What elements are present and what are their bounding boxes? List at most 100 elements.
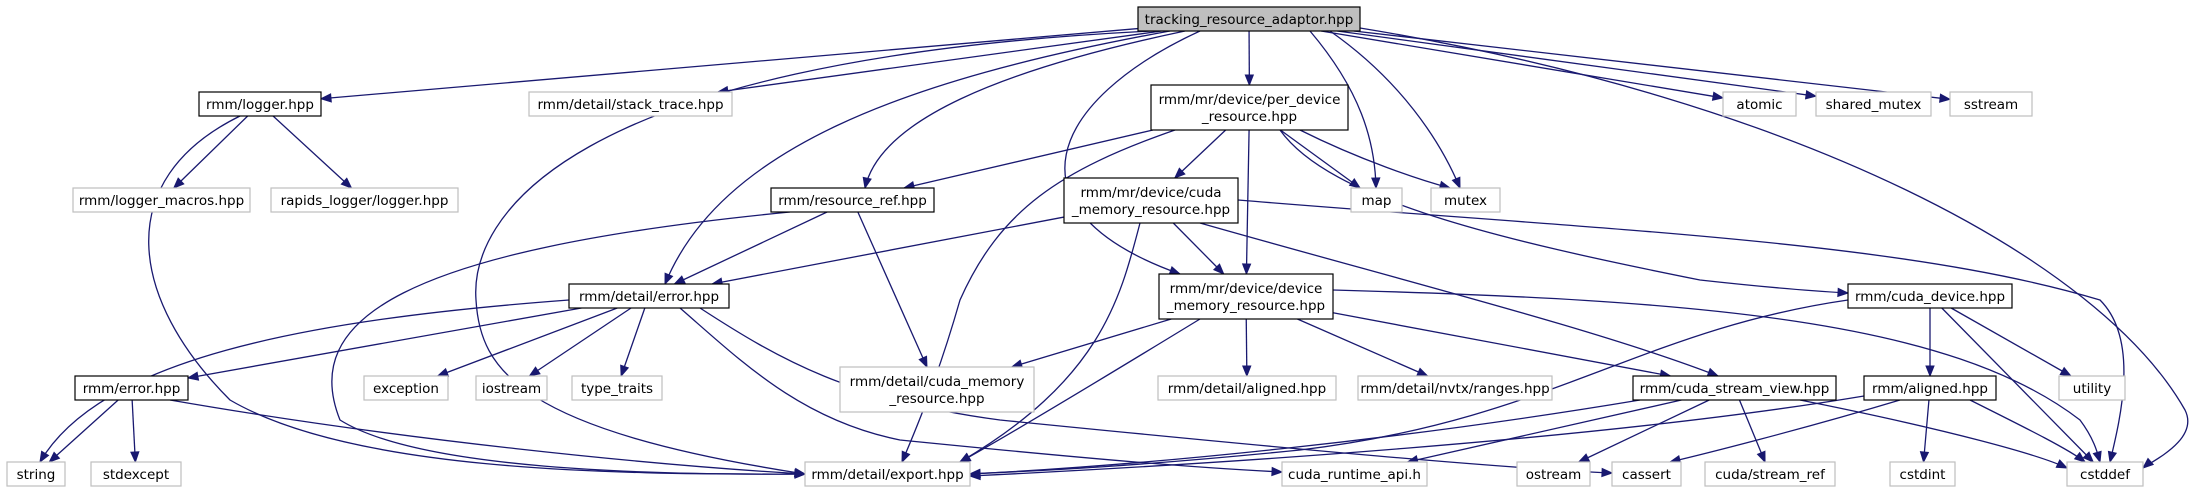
edge-cuda_device-to-aligned: [1925, 308, 1935, 378]
node-label: rmm/cuda_stream_view.hpp: [1640, 381, 1830, 397]
edge-aligned-to-export: [968, 395, 1865, 481]
node-label: tracking_resource_adaptor.hpp: [1145, 12, 1354, 28]
node-label: cuda_runtime_api.h: [1288, 467, 1421, 483]
node-label: cstdint: [1900, 467, 1946, 483]
node-label: atomic: [1736, 97, 1782, 113]
node-label: cassert: [1622, 467, 1671, 483]
node-string: string: [6, 461, 66, 487]
node-label: ostream: [1526, 467, 1582, 483]
node-sstream: sstream: [1949, 91, 2033, 117]
node-logger-macros: rmm/logger_macros.hpp: [72, 187, 251, 213]
node-label: shared_mutex: [1826, 97, 1922, 113]
edge-tracking-to-resource_ref: [862, 30, 1186, 190]
node-per-device[interactable]: rmm/mr/device/per_device_resource.hpp: [1150, 84, 1349, 131]
edge-device_mr-to-nvtx: [1297, 318, 1429, 377]
node-label: stdexcept: [103, 467, 169, 483]
edge-device_mr-to-aligned_detail: [1242, 318, 1252, 378]
edge-tracking-to-per_device: [1244, 30, 1255, 87]
node-label: rmm/mr/device/per_device: [1159, 92, 1341, 108]
node-resource-ref[interactable]: rmm/resource_ref.hpp: [770, 187, 935, 213]
node-label: exception: [373, 381, 439, 397]
edge-detail_error-to-cuda_runtime: [679, 307, 1284, 477]
node-label: rmm/aligned.hpp: [1872, 381, 1988, 397]
edge-aligned-to-cstdint: [1919, 399, 1930, 464]
node-tracking[interactable]: tracking_resource_adaptor.hpp: [1137, 6, 1361, 32]
edge-per_device-to-cuda_mr: [1173, 129, 1227, 179]
node-stream-view[interactable]: rmm/cuda_stream_view.hpp: [1632, 375, 1837, 401]
edge-tracking-to-stack_trace: [716, 30, 1162, 96]
edge-rmm_error-to-export: [169, 399, 807, 479]
edge-resource_ref-to-detail_cuda_mr: [857, 211, 928, 369]
node-type-traits: type_traits: [571, 375, 663, 401]
edge-per_device-to-export: [901, 129, 1176, 464]
node-cuda-runtime: cuda_runtime_api.h: [1281, 461, 1428, 487]
node-iostream: iostream: [475, 375, 548, 401]
edge-cuda_mr-to-detail_error: [710, 216, 1065, 287]
node-aligned-detail: rmm/detail/aligned.hpp: [1157, 375, 1337, 401]
node-label: string: [17, 467, 56, 483]
edge-per_device-to-cuda_device: [1279, 129, 1850, 298]
node-aligned[interactable]: rmm/aligned.hpp: [1863, 375, 1997, 401]
node-label: rapids_logger/logger.hpp: [281, 193, 449, 209]
edge-stream_view-to-cstddef: [1799, 399, 2069, 469]
edge-device_mr-to-stream_view: [1332, 312, 1672, 379]
node-label: _resource.hpp: [888, 391, 984, 407]
edge-resource_ref-to-export: [331, 211, 807, 479]
node-label: _memory_resource.hpp: [1071, 202, 1230, 218]
node-label: rmm/resource_ref.hpp: [778, 193, 927, 209]
node-label: rmm/mr/device/device: [1170, 281, 1323, 297]
edge-rmm_error-to-stdexcept: [130, 399, 140, 464]
node-cassert: cassert: [1611, 461, 1682, 487]
edge-tracking-to-detail_error: [664, 30, 1171, 286]
edge-aligned-to-cassert: [1668, 399, 1901, 465]
node-label: rmm/error.hpp: [83, 381, 181, 397]
node-detail-cuda-mr: rmm/detail/cuda_memory_resource.hpp: [839, 366, 1035, 413]
node-stack-trace: rmm/detail/stack_trace.hpp: [528, 91, 733, 117]
edge-device_mr-to-detail_cuda_mr: [1010, 318, 1172, 369]
node-label: cuda/stream_ref: [1715, 467, 1826, 483]
edge-device_mr-to-cstddef: [1332, 289, 2102, 464]
node-label: rmm/detail/error.hpp: [579, 289, 719, 305]
edge-tracking-to-mutex: [1329, 30, 1461, 190]
node-rapids-logger: rapids_logger/logger.hpp: [270, 187, 459, 213]
node-rmm-error[interactable]: rmm/error.hpp: [74, 375, 189, 401]
node-stream-ref: cuda/stream_ref: [1704, 461, 1836, 487]
node-label: _resource.hpp: [1201, 109, 1297, 125]
node-label: type_traits: [581, 381, 653, 397]
node-mutex: mutex: [1430, 187, 1501, 213]
node-label: cstddef: [2080, 467, 2131, 483]
edge-detail_error-to-type_traits: [620, 307, 646, 378]
edge-logger-to-logger_macros: [172, 115, 249, 189]
node-label: rmm/detail/cuda_memory: [850, 374, 1025, 390]
edge-cuda_device-to-cstddef: [1941, 307, 2095, 463]
edge-aligned-to-cstddef: [1969, 399, 2087, 463]
node-cstddef: cstddef: [2066, 461, 2144, 487]
node-ostream: ostream: [1516, 461, 1591, 487]
node-cuda-mr[interactable]: rmm/mr/device/cuda_memory_resource.hpp: [1063, 177, 1239, 224]
edge-detail_error-to-iostream: [528, 307, 632, 377]
node-label: utility: [2073, 381, 2111, 397]
edge-cuda_mr-to-stream_view: [1199, 222, 1720, 377]
node-map: map: [1350, 187, 1403, 213]
node-nvtx: rmm/detail/nvtx/ranges.hpp: [1357, 375, 1553, 401]
edge-cuda_mr-to-export: [958, 222, 1141, 463]
node-label: mutex: [1444, 193, 1487, 209]
node-stdexcept: stdexcept: [90, 461, 182, 487]
node-label: rmm/detail/export.hpp: [811, 467, 963, 483]
node-export: rmm/detail/export.hpp: [804, 461, 971, 487]
edge-per_device-to-device_mr: [1241, 129, 1252, 276]
edge-logger-to-rapids_logger: [272, 115, 353, 189]
edge-cuda_mr-to-device_mr: [1172, 222, 1225, 275]
node-label: iostream: [482, 381, 541, 397]
node-label: rmm/mr/device/cuda: [1080, 185, 1221, 201]
node-label: rmm/detail/aligned.hpp: [1168, 381, 1326, 397]
node-device-mr[interactable]: rmm/mr/device/device_memory_resource.hpp: [1158, 273, 1334, 320]
edge-tracking-to-shared_mutex: [1337, 30, 1818, 100]
node-cuda-device[interactable]: rmm/cuda_device.hpp: [1847, 283, 2013, 309]
edge-device_mr-to-export: [958, 318, 1201, 463]
node-detail-error[interactable]: rmm/detail/error.hpp: [568, 283, 730, 309]
node-shared-mutex: shared_mutex: [1815, 91, 1932, 117]
node-label: rmm/logger.hpp: [206, 97, 314, 113]
node-logger[interactable]: rmm/logger.hpp: [198, 91, 322, 117]
edge-tracking-to-logger: [319, 27, 1139, 103]
